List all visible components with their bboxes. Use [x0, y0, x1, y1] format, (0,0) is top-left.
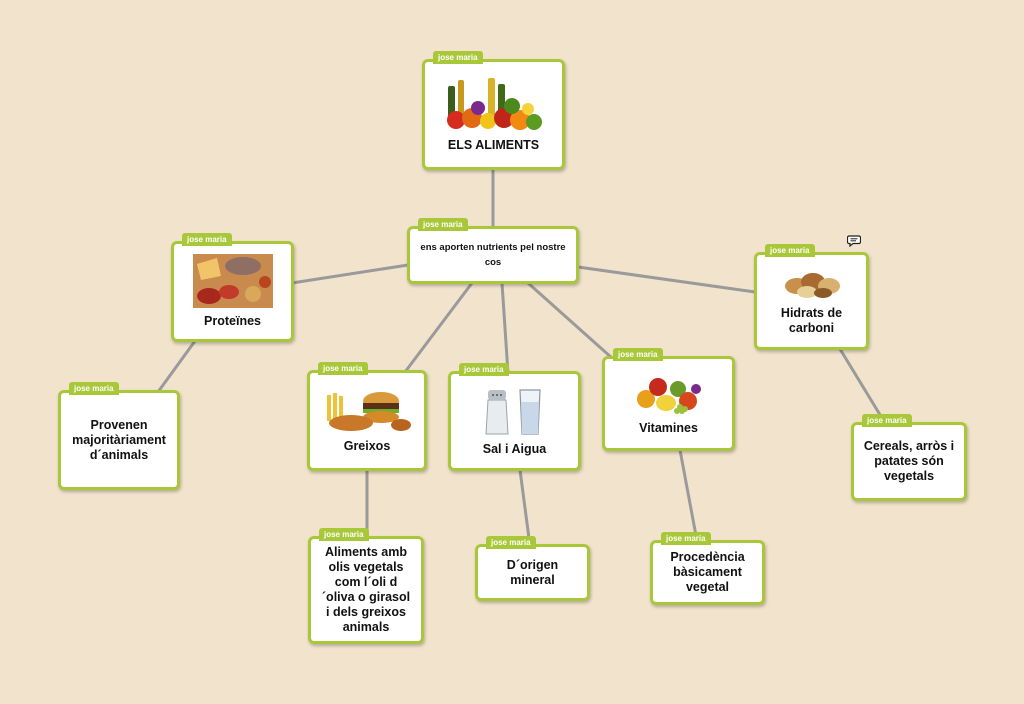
node-sal-aigua[interactable]: jose maria Sal i Aigua [448, 363, 581, 471]
node-label: Procedència bàsicament vegetal [670, 550, 745, 594]
connector-sal-note [518, 468, 532, 548]
node-hidrats-note[interactable]: jose maria Cereals, arròs i patates són … [851, 414, 967, 501]
author-tag: jose maria [486, 536, 536, 549]
fruits-vegetables-oil-image [446, 78, 542, 130]
speech-bubble-icon[interactable] [847, 235, 861, 247]
node-hidrats[interactable]: jose maria Hidrats de carboni [754, 244, 869, 350]
node-greixos-note[interactable]: jose maria Aliments amb olis vegetals co… [308, 528, 424, 644]
author-tag: jose maria [613, 348, 663, 361]
author-tag: jose maria [433, 51, 483, 64]
author-tag: jose maria [318, 362, 368, 375]
node-proteines[interactable]: jose maria Proteïnes [171, 233, 294, 342]
fruit-image [636, 378, 701, 414]
node-label: Provenen majoritàriament d´animals [72, 417, 166, 462]
node-sal-note[interactable]: jose maria D´origen mineral [475, 536, 590, 601]
connector-hub-sal [500, 281, 510, 375]
node-label: Greixos [343, 439, 391, 453]
author-tag: jose maria [459, 363, 509, 376]
node-label: D´origen mineral [506, 557, 559, 587]
author-tag: jose maria [862, 414, 912, 427]
node-label: Aliments amb olis vegetals com l´oli d´o… [321, 545, 411, 634]
node-els-aliments[interactable]: jose maria ELS ALIMENTS [422, 51, 565, 170]
connector-hub-hidrats [576, 265, 757, 294]
node-proteines-note[interactable]: jose maria Provenen majoritàriament d´an… [58, 382, 180, 490]
connector-hub-greixos [403, 281, 474, 374]
node-greixos[interactable]: jose maria Greixos [307, 362, 427, 471]
connector-hub-proteines [290, 263, 410, 285]
connector-vitamines-note [678, 448, 699, 543]
node-label: Vitamines [639, 421, 698, 435]
author-tag: jose maria [418, 218, 468, 231]
node-vitamines-note[interactable]: jose maria Procedència bàsicament vegeta… [650, 532, 765, 605]
node-label: Cereals, arròs i patates són vegetals [863, 439, 955, 483]
connector-hub-vitamines [526, 281, 614, 360]
node-label: ens aporten nutrients pel nostre cos [420, 242, 566, 268]
author-tag: jose maria [765, 244, 815, 257]
connector-proteines-note [156, 339, 197, 394]
node-vitamines[interactable]: jose maria Vitamines [602, 348, 735, 451]
author-tag: jose maria [661, 532, 711, 545]
node-label: Sal i Aigua [482, 441, 547, 456]
salt-water-image [484, 388, 541, 435]
node-label: Proteïnes [204, 314, 261, 328]
author-tag: jose maria [69, 382, 119, 395]
fast-food-image [327, 392, 411, 431]
connector-hidrats-note [838, 347, 887, 425]
node-nutrients[interactable]: jose maria ens aporten nutrients pel nos… [407, 218, 579, 284]
author-tag: jose maria [319, 528, 369, 541]
node-label: Hidrats de carboni [780, 306, 843, 335]
node-label: ELS ALIMENTS [447, 138, 540, 152]
author-tag: jose maria [182, 233, 232, 246]
meat-cheese-image [192, 254, 273, 308]
cereals-image [784, 273, 840, 298]
